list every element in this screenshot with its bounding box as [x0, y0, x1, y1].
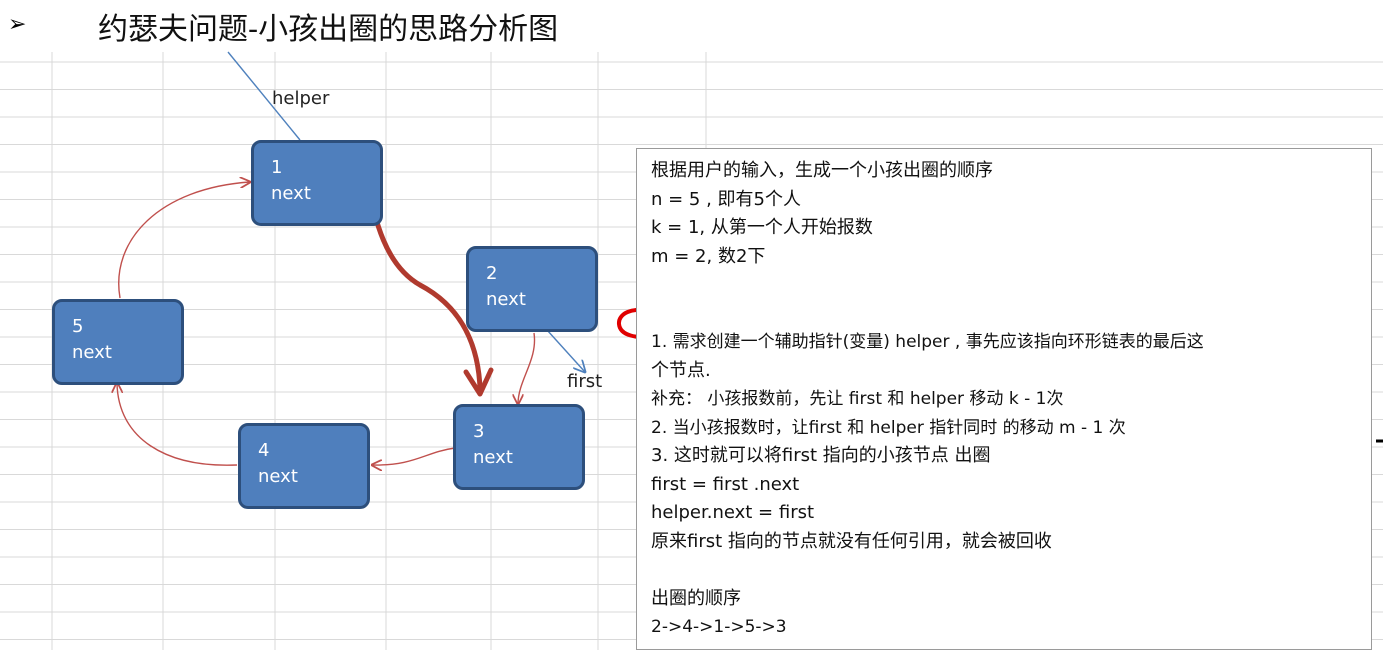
- note-line-12: first = first .next: [651, 473, 800, 495]
- link-2-to-3: [518, 332, 536, 404]
- link-5-to-1: [118, 182, 250, 299]
- note-line-5: [651, 271, 1371, 300]
- node-1-id: 1: [271, 157, 283, 178]
- node-2: 2 next: [466, 246, 598, 332]
- helper-pointer-line: [227, 51, 301, 141]
- node-3-id: 3: [473, 421, 485, 442]
- note-line-10: 2. 当小孩报数时，让first 和 helper 指针同时 的移动 m - 1…: [651, 417, 1126, 438]
- note-line-17: 2->4->1->5->3: [651, 617, 787, 637]
- heading: ➢ 约瑟夫问题-小孩出圈的思路分析图: [0, 0, 1383, 52]
- bullet-arrow-icon: ➢: [8, 12, 27, 37]
- note-line-11: 3. 这时就可以将first 指向的小孩节点 出圈: [651, 445, 991, 466]
- note-line-14: 原来first 指向的节点就没有任何引用，就会被回收: [651, 530, 1052, 552]
- node-3-next: next: [473, 447, 513, 468]
- node-2-id: 2: [486, 263, 498, 284]
- note-line-7: 1. 需求创建一个辅助指针(变量) helper , 事先应该指向环形链表的最后…: [651, 332, 1204, 352]
- node-5-id: 5: [72, 316, 84, 337]
- node-1: 1 next: [251, 140, 383, 226]
- node-4-next: next: [258, 466, 298, 487]
- note-line-13: helper.next = first: [651, 502, 815, 523]
- node-5-next: next: [72, 342, 112, 363]
- node-2-next: next: [486, 289, 526, 310]
- node-4: 4 next: [238, 423, 370, 509]
- node-1-next: next: [271, 183, 311, 204]
- note-line-1: 根据用户的输入，生成一个小孩出圈的顺序: [651, 160, 993, 181]
- notes-textbox: 根据用户的输入，生成一个小孩出圈的顺序 n = 5 , 即有5个人 k = 1,…: [636, 148, 1372, 650]
- note-line-9: 补充： 小孩报数前，先让 first 和 helper 移动 k - 1次: [651, 389, 1064, 409]
- move-arrow-1-to-3: [364, 177, 483, 391]
- note-line-4: m = 2, 数2下: [651, 245, 766, 267]
- note-line-8: 个节点.: [651, 359, 711, 381]
- link-4-to-5: [117, 383, 238, 466]
- first-pointer-label: first: [567, 371, 603, 392]
- node-5: 5 next: [52, 299, 184, 385]
- page-title: 约瑟夫问题-小孩出圈的思路分析图: [98, 12, 559, 47]
- node-4-id: 4: [258, 440, 270, 461]
- helper-pointer-label: helper: [272, 88, 330, 109]
- note-line-15: [651, 556, 1371, 585]
- note-line-3: k = 1, 从第一个人开始报数: [651, 217, 873, 238]
- link-3-to-4: [372, 447, 456, 465]
- note-line-16: 出圈的顺序: [651, 587, 741, 609]
- note-line-2: n = 5 , 即有5个人: [651, 188, 802, 210]
- first-pointer-line: [546, 329, 585, 372]
- move-arrow-head: [463, 367, 494, 397]
- node-3: 3 next: [453, 404, 585, 490]
- note-line-6: [651, 300, 1371, 329]
